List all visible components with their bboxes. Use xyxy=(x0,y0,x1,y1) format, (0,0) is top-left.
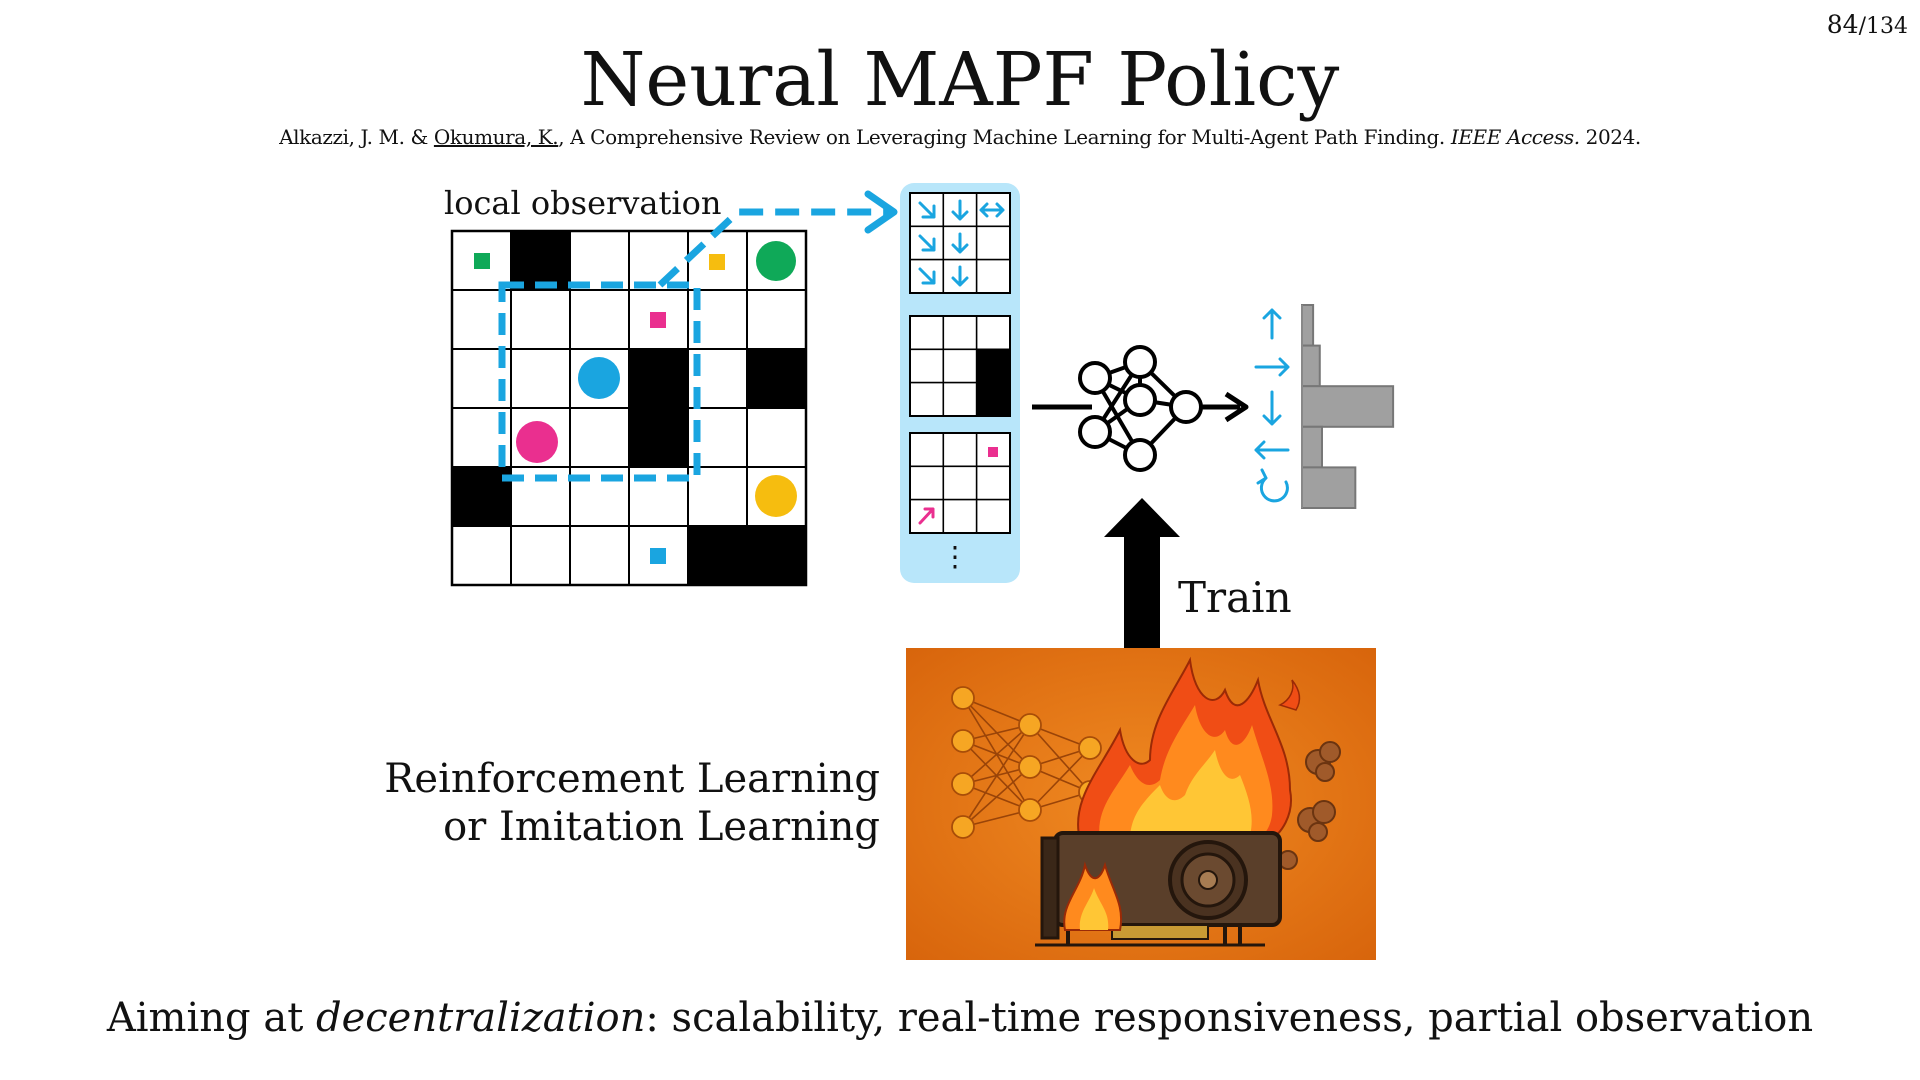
environment-grid xyxy=(450,190,898,587)
obstacle-cell xyxy=(747,349,806,408)
right-arrow-icon xyxy=(1254,357,1290,377)
neural-network-icon xyxy=(1032,345,1249,472)
learning-method-label: Reinforcement Learning or Imitation Lear… xyxy=(384,755,880,851)
yellow-goal-marker xyxy=(709,254,725,270)
down-arrow-icon xyxy=(951,232,969,254)
observation-window xyxy=(498,281,701,482)
down-arrow-icon xyxy=(951,199,969,221)
green-goal-marker xyxy=(474,253,490,269)
smoke-puffs xyxy=(1278,741,1341,870)
train-label: Train xyxy=(1178,573,1292,622)
front-flame-core xyxy=(1079,888,1109,930)
citation-year: 2024. xyxy=(1579,125,1642,149)
grid-lines xyxy=(450,229,808,587)
observation-panel: ⋮ xyxy=(900,183,1020,583)
obstacle-cell xyxy=(452,467,511,526)
pink-goal-marker xyxy=(988,447,998,457)
vertical-ellipsis: ⋮ xyxy=(941,540,969,573)
output-arrow-head xyxy=(1224,391,1249,423)
page-number-current: 84 xyxy=(1826,10,1859,39)
citation: Alkazzi, J. M. & Okumura, K., A Comprehe… xyxy=(0,125,1920,149)
diag-down-right-arrow-icon xyxy=(918,201,936,219)
pink-up-right-arrow-icon xyxy=(918,507,935,525)
citation-authors: Alkazzi, J. M. & xyxy=(279,125,434,149)
down-arrow-icon xyxy=(951,265,969,287)
probability-bar-stay xyxy=(1301,466,1357,509)
diag-down-right-arrow-icon xyxy=(918,267,936,285)
blue-goal-marker xyxy=(650,548,666,564)
probability-bar-down xyxy=(1301,385,1395,428)
channel-agents xyxy=(909,432,1011,534)
bottom-statement: Aiming at decentralization: scalability,… xyxy=(0,995,1920,1041)
learning-line-2: or Imitation Learning xyxy=(443,804,880,850)
slide-title: Neural MAPF Policy xyxy=(580,37,1340,123)
page-number: 84/134 xyxy=(1827,10,1908,39)
left-arrow-icon xyxy=(1254,440,1290,460)
bottom-prefix: Aiming at xyxy=(106,995,316,1041)
obstacle-cell xyxy=(511,231,570,290)
probability-bar-up xyxy=(1301,304,1315,347)
down-arrow-icon xyxy=(1262,390,1282,426)
stay-rotate-icon xyxy=(1256,468,1289,503)
probability-bar-right xyxy=(1301,344,1321,388)
citation-venue: IEEE Access. xyxy=(1450,125,1580,149)
channel-obstacles xyxy=(909,315,1011,417)
channel-heuristic xyxy=(909,192,1011,294)
pink-goal-marker xyxy=(650,312,666,328)
action-distribution xyxy=(1254,304,1395,509)
train-arrow xyxy=(1104,498,1180,650)
probability-bars xyxy=(1301,304,1395,509)
diag-down-right-arrow-icon xyxy=(918,234,936,252)
local-observation-label: local observation xyxy=(444,184,722,222)
bottom-suffix: : scalability, real-time responsiveness,… xyxy=(645,995,1814,1041)
citation-underlined-author: Okumura, K. xyxy=(433,125,559,149)
yellow-agent xyxy=(755,475,797,517)
left-right-arrow-icon xyxy=(979,202,1005,218)
pink-agent xyxy=(516,421,558,463)
green-agent xyxy=(756,241,796,281)
probability-bar-left xyxy=(1301,425,1323,469)
up-arrow-icon xyxy=(1262,308,1282,340)
page-number-total: /134 xyxy=(1858,14,1908,39)
blue-agent xyxy=(578,357,620,399)
learning-line-1: Reinforcement Learning xyxy=(384,756,880,802)
citation-title: , A Comprehensive Review on Leveraging M… xyxy=(558,125,1451,149)
bottom-emphasis: decentralization xyxy=(315,995,646,1041)
observation-arrow-head xyxy=(864,190,898,234)
burning-gpu-illustration xyxy=(906,648,1376,960)
flames xyxy=(1077,656,1301,841)
